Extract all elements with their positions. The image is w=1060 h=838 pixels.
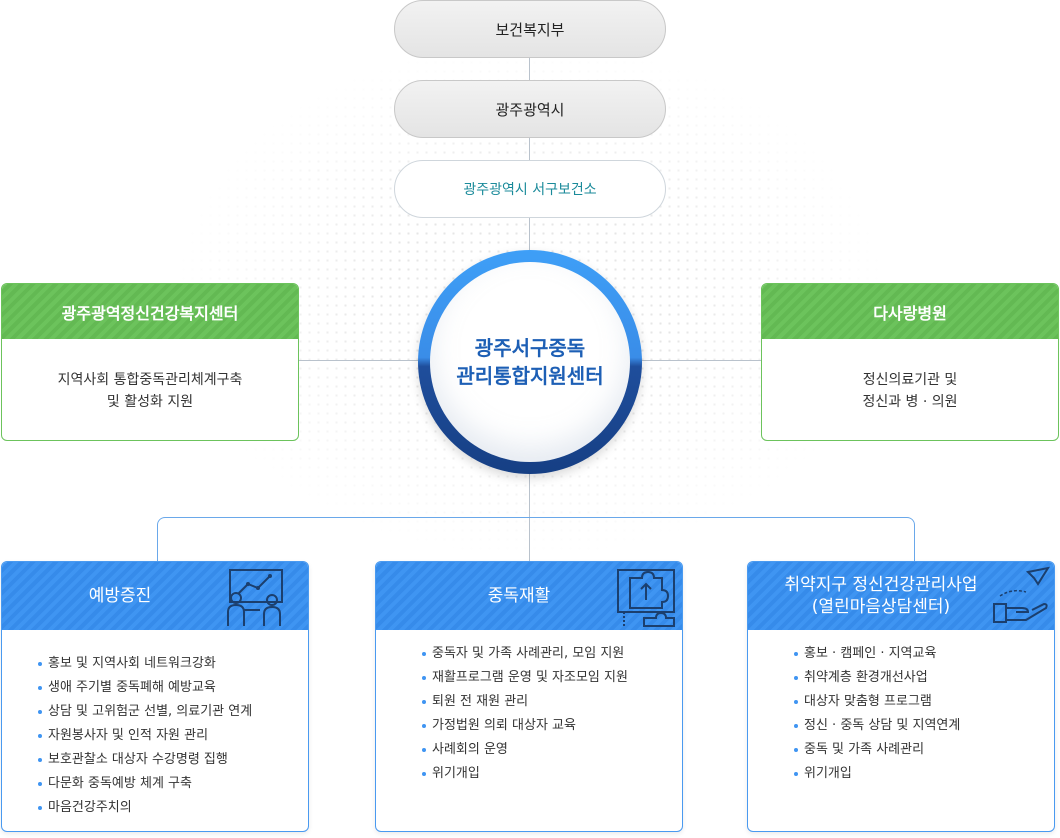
left-partner-title: 광주광역정신건강복지센터 — [2, 284, 298, 339]
list-item: 사례회의 운영 — [422, 738, 682, 762]
list-item: 다문화 중독예방 체계 구축 — [38, 772, 308, 796]
hand-paper-plane-icon — [992, 566, 1052, 632]
list-item: 홍보 및 지역사회 네트워크강화 — [38, 652, 308, 676]
puzzle-icon — [616, 568, 680, 634]
left-partner-body: 지역사회 통합중독관리체계구축 및 활성화 지원 — [2, 339, 298, 440]
presentation-board-icon — [224, 568, 288, 634]
program-vulnerable-area-list: 홍보 · 캠페인 · 지역교육 취약계층 환경개선사업 대상자 맞춤형 프로그램… — [748, 630, 1054, 786]
list-item: 퇴원 전 재원 관리 — [422, 690, 682, 714]
program-vulnerable-area-subtitle: (열린마음상담센터) — [811, 597, 951, 617]
list-item: 생애 주기별 중독폐해 예방교육 — [38, 676, 308, 700]
ministry-node: 보건복지부 — [394, 0, 666, 58]
health-center-node: 광주광역시 서구보건소 — [394, 160, 666, 218]
program-prevention-header: 예방증진 — [2, 562, 308, 630]
program-vulnerable-area-box: 취약지구 정신건강관리사업 (열린마음상담센터) 홍보 · 캠페인 · 지역교육… — [747, 561, 1055, 832]
program-rehab-header: 중독재활 — [376, 562, 682, 630]
list-item: 마음건강주치의 — [38, 796, 308, 820]
program-prevention-list: 홍보 및 지역사회 네트워크강화 생애 주기별 중독폐해 예방교육 상담 및 고… — [2, 630, 308, 820]
left-partner-line2: 및 활성화 지원 — [106, 393, 194, 410]
left-partner-box: 광주광역정신건강복지센터 지역사회 통합중독관리체계구축 및 활성화 지원 — [1, 283, 299, 441]
center-title-line2: 관리통합지원센터 — [456, 364, 604, 388]
program-prevention-box: 예방증진 홍보 및 지역사회 네트워크강화 생애 주기별 중독폐해 예방교육 상… — [1, 561, 309, 832]
list-item: 보호관찰소 대상자 수강명령 집행 — [38, 748, 308, 772]
list-item: 중독자 및 가족 사례관리, 모임 지원 — [422, 642, 682, 666]
list-item: 상담 및 고위험군 선별, 의료기관 연계 — [38, 700, 308, 724]
list-item: 위기개입 — [422, 762, 682, 786]
center-title-line1: 광주서구중독 — [474, 336, 586, 360]
program-prevention-title: 예방증진 — [88, 586, 152, 606]
right-partner-line1: 정신의료기관 및 — [862, 371, 958, 388]
list-item: 취약계층 환경개선사업 — [794, 666, 1054, 690]
list-item: 정신 · 중독 상담 및 지역연계 — [794, 714, 1054, 738]
connector-branch — [157, 517, 915, 561]
list-item: 가정법원 의뢰 대상자 교육 — [422, 714, 682, 738]
program-vulnerable-area-header: 취약지구 정신건강관리사업 (열린마음상담센터) — [748, 562, 1054, 630]
list-item: 자원봉사자 및 인적 자원 관리 — [38, 724, 308, 748]
program-rehab-box: 중독재활 중독자 및 가족 사례관리, 모임 지원 재활프로그램 운영 및 자조… — [375, 561, 683, 832]
center-node: 광주서구중독 관리통합지원센터 — [418, 250, 642, 474]
program-rehab-title: 중독재활 — [487, 586, 551, 606]
connector-vertical-top — [529, 58, 530, 252]
center-node-inner: 광주서구중독 관리통합지원센터 — [430, 262, 630, 462]
city-node: 광주광역시 — [394, 80, 666, 138]
right-partner-body: 정신의료기관 및 정신과 병 · 의원 — [762, 339, 1058, 440]
right-partner-box: 다사랑병원 정신의료기관 및 정신과 병 · 의원 — [761, 283, 1059, 441]
right-partner-title: 다사랑병원 — [762, 284, 1058, 339]
list-item: 홍보 · 캠페인 · 지역교육 — [794, 642, 1054, 666]
left-partner-line1: 지역사회 통합중독관리체계구축 — [57, 371, 243, 388]
program-rehab-list: 중독자 및 가족 사례관리, 모임 지원 재활프로그램 운영 및 자조모임 지원… — [376, 630, 682, 786]
right-partner-line2: 정신과 병 · 의원 — [862, 393, 958, 410]
list-item: 중독 및 가족 사례관리 — [794, 738, 1054, 762]
list-item: 재활프로그램 운영 및 자조모임 지원 — [422, 666, 682, 690]
list-item: 대상자 맞춤형 프로그램 — [794, 690, 1054, 714]
list-item: 위기개입 — [794, 762, 1054, 786]
program-vulnerable-area-title: 취약지구 정신건강관리사업 — [784, 575, 978, 595]
